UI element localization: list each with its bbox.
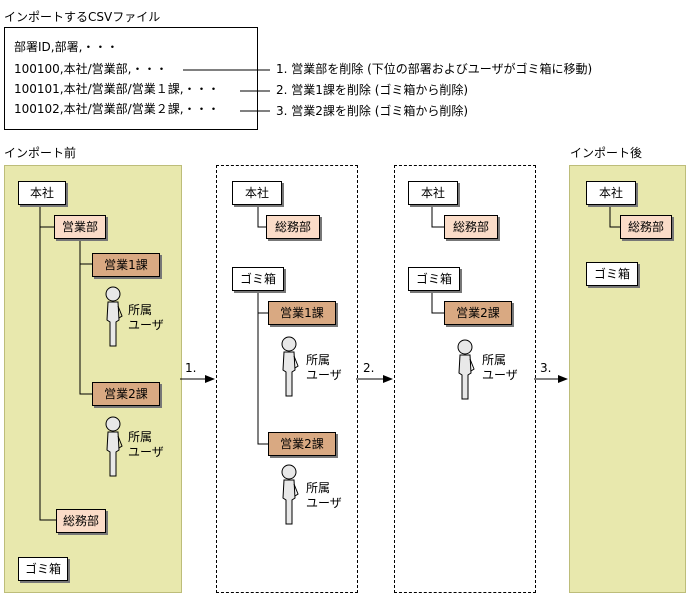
- csv-line: 100101,本社/営業部/営業１課,・・・: [14, 82, 220, 96]
- step-label-3: 3.: [540, 361, 552, 375]
- node-somubu: 総務部: [56, 509, 106, 533]
- node-honsha: 本社: [586, 181, 636, 205]
- csv-file-box: 部署ID,部署,・・・ 100100,本社/営業部,・・・ 100101,本社/…: [4, 27, 258, 130]
- csv-line: 100102,本社/営業部/営業２課,・・・: [14, 102, 220, 116]
- csv-line: 部署ID,部署,・・・: [14, 40, 119, 54]
- node-eigyo2: 営業2課: [92, 382, 160, 406]
- node-gomibako: ゴミ箱: [408, 267, 460, 291]
- user-icon: [457, 339, 475, 400]
- node-gomibako: ゴミ箱: [232, 267, 284, 291]
- step-label-2: 2.: [363, 361, 375, 375]
- node-eigyo2: 営業2課: [268, 432, 336, 456]
- user-label: 所属: [306, 481, 331, 495]
- tree-line: [431, 204, 444, 228]
- user-label: ユーザ: [306, 368, 342, 382]
- csv-line: 100100,本社/営業部,・・・: [14, 62, 168, 76]
- node-somubu: 総務部: [620, 215, 672, 239]
- tree-line: [79, 238, 92, 395]
- user-label: ユーザ: [128, 318, 164, 332]
- note-1: 1. 営業部を削除 (下位の部署およびユーザがゴミ箱に移動): [276, 62, 593, 76]
- node-gomibako: ゴミ箱: [586, 262, 638, 286]
- user-label: 所属: [128, 303, 153, 317]
- after-label: インポート後: [570, 146, 643, 160]
- tree-line: [431, 289, 444, 314]
- node-honsha: 本社: [408, 181, 458, 205]
- user-label: 所属: [128, 430, 153, 444]
- user-label: 所属: [482, 353, 507, 367]
- tree-line: [609, 204, 620, 228]
- user-label: ユーザ: [306, 496, 342, 510]
- note-3: 3. 営業2課を削除 (ゴミ箱から削除): [276, 104, 469, 118]
- tree-line: [257, 289, 268, 445]
- csv-title: インポートするCSVファイル: [4, 10, 161, 24]
- node-gomibako: ゴミ箱: [18, 557, 68, 581]
- note-2: 2. 営業1課を削除 (ゴミ箱から削除): [276, 83, 469, 97]
- user-label: ユーザ: [482, 368, 518, 382]
- node-eigyobu: 営業部: [54, 215, 106, 239]
- node-eigyo2: 営業2課: [444, 301, 512, 325]
- tree-line: [257, 204, 266, 228]
- node-eigyo1: 営業1課: [268, 301, 336, 325]
- before-label: インポート前: [4, 146, 77, 160]
- node-honsha: 本社: [232, 181, 282, 205]
- step-label-1: 1.: [185, 361, 197, 375]
- user-icon: [105, 286, 123, 347]
- tree-line: [39, 204, 56, 521]
- user-icon: [105, 416, 123, 477]
- node-somubu: 総務部: [444, 215, 498, 239]
- user-icon: [281, 464, 299, 525]
- user-label: 所属: [306, 353, 331, 367]
- node-somubu: 総務部: [266, 215, 320, 239]
- user-label: ユーザ: [128, 445, 164, 459]
- node-honsha: 本社: [18, 181, 66, 205]
- node-eigyo1: 営業1課: [92, 253, 160, 277]
- user-icon: [281, 336, 299, 397]
